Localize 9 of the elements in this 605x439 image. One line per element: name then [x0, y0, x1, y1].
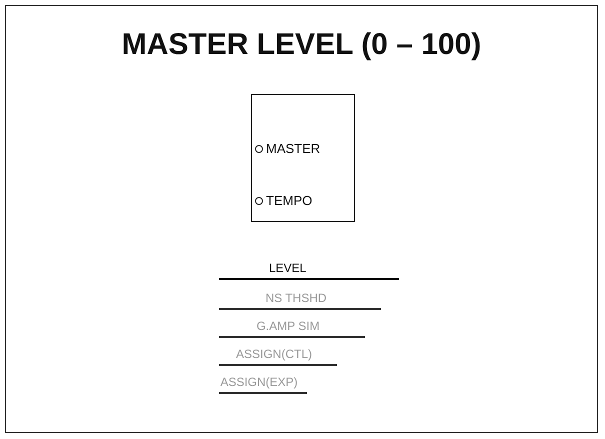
indicator-label: TEMPO: [266, 193, 312, 208]
menu-item-label: NS THSHD: [265, 291, 327, 305]
menu-item-label: ASSIGN(EXP): [220, 375, 298, 389]
indicator-label: MASTER: [266, 141, 320, 156]
menu-item-label: G.AMP SIM: [256, 319, 320, 333]
title: MASTER LEVEL (0 – 100): [122, 28, 482, 62]
indicator-panel: [251, 94, 355, 222]
menu-item-label: ASSIGN(CTL): [236, 347, 312, 361]
menu-item-label: LEVEL: [269, 261, 306, 275]
